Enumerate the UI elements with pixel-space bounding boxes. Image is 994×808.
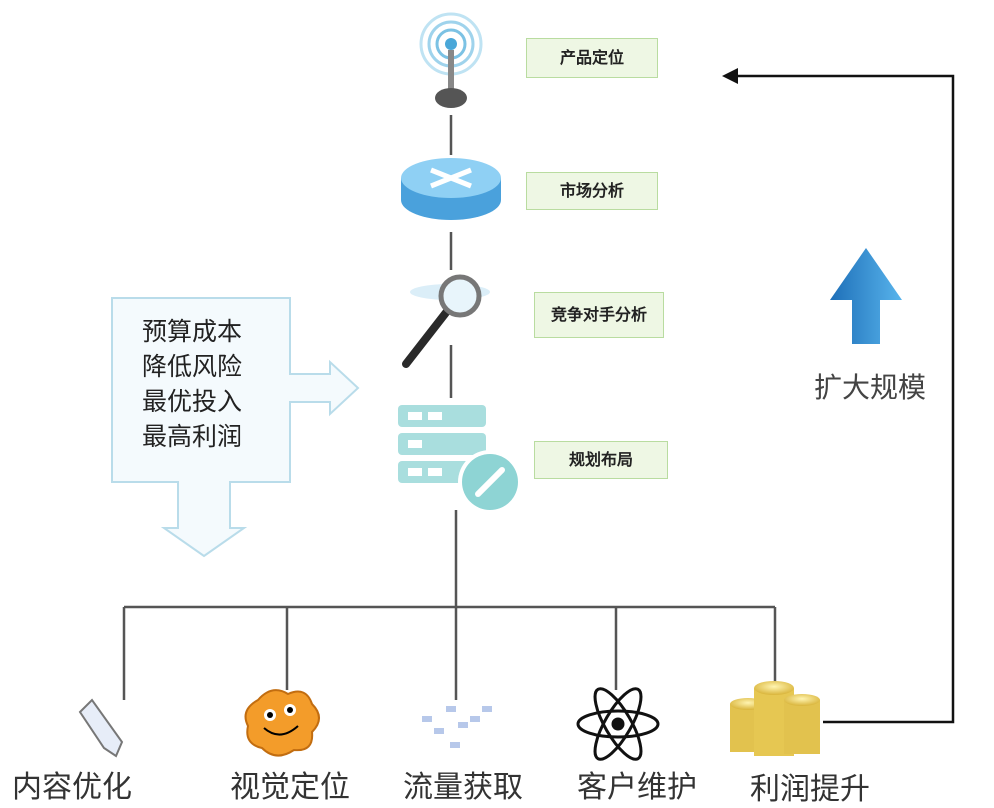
node-label: 市场分析 [559,181,624,200]
antenna-icon [419,12,483,108]
node-label: 竞争对手分析 [550,305,647,324]
bottom-label-customer-maintenance: 客户维护 [577,770,697,805]
node-label: 规划布局 [568,450,633,469]
bottom-label-profit-increase: 利润提升 [750,772,870,807]
dots-grid-icon [422,706,492,748]
node-market-analysis: 市场分析 [526,172,658,210]
atom-icon [576,687,660,761]
magnifier-icon [402,274,490,368]
coin-stack-icon [730,681,820,756]
server-link-icon [398,405,522,514]
router-icon [401,158,501,220]
callout-shape [111,297,360,558]
scale-up-label: 扩大规模 [814,371,927,404]
node-competitor-analysis: 竞争对手分析 [534,292,664,338]
spine-connectors [122,115,777,700]
up-arrow-icon [830,248,902,344]
callout-line: 预算成本 [142,317,243,346]
node-product-positioning: 产品定位 [526,38,658,78]
bottom-label-traffic-acquisition: 流量获取 [403,770,523,805]
callout-line: 降低风险 [142,352,243,381]
pencil-icon [78,698,124,760]
bottom-label-content-optimization: 内容优化 [12,770,132,805]
loop-back-arrow [722,68,955,724]
callout-text: 预算成本 降低风险 最优投入 最高利润 [142,314,242,454]
bottom-label-visual-positioning: 视觉定位 [230,770,350,805]
callout-line: 最优投入 [142,387,243,416]
node-planning-layout: 规划布局 [534,441,668,479]
cookie-face-icon [244,689,320,757]
node-label: 产品定位 [559,48,624,67]
callout-line: 最高利润 [142,422,243,451]
